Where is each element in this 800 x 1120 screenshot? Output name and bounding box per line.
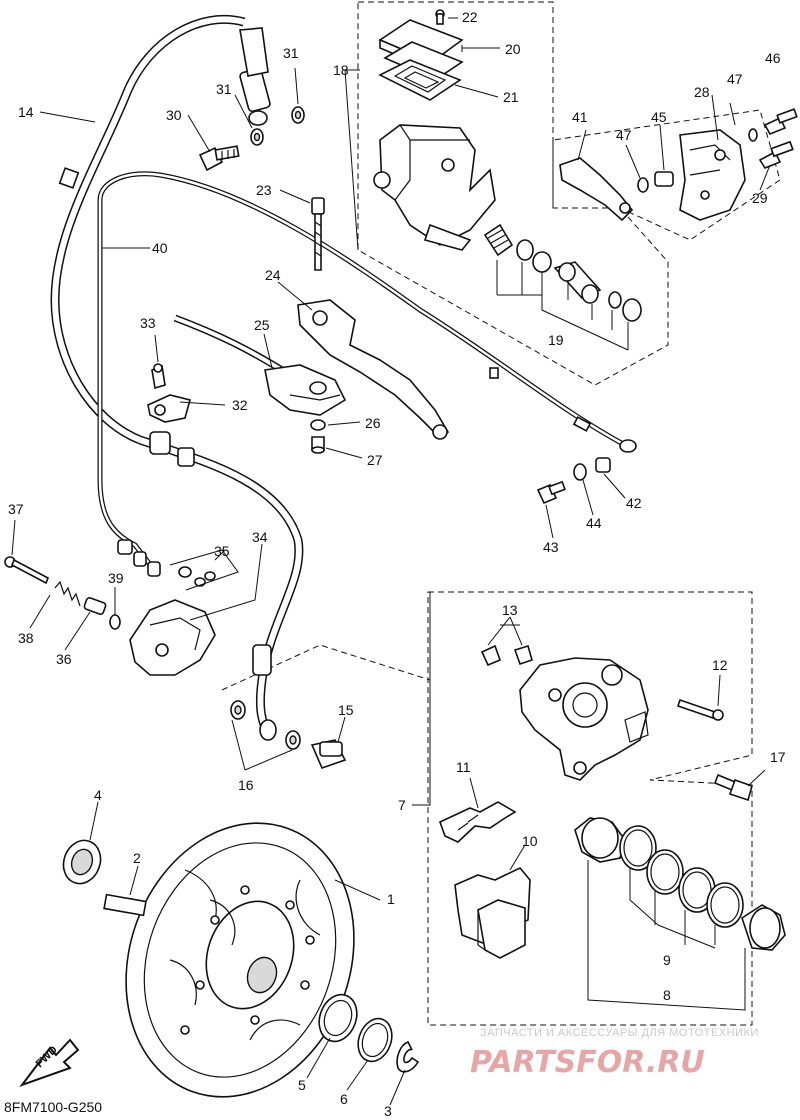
callout-38: 38: [18, 630, 34, 646]
switch-32-33: [147, 363, 191, 423]
fasteners-42-43-44: [536, 457, 611, 505]
cable-40: [97, 171, 637, 577]
callout-43: 43: [543, 539, 559, 555]
front-caliper: [480, 644, 753, 802]
piston-kit-19: [483, 223, 642, 351]
callout-41: 41: [572, 109, 588, 125]
callout-8: 8: [663, 987, 671, 1003]
callout-47a: 47: [727, 71, 743, 87]
callout-30: 30: [166, 107, 182, 123]
callout-1: 1: [387, 891, 395, 907]
callout-18: 18: [333, 62, 349, 78]
callout-20: 20: [505, 41, 521, 57]
pad-spring-11: [439, 801, 517, 843]
callout-4: 4: [94, 787, 102, 803]
watermark-tagline: ЗАПЧАСТИ И АКСЕССУАРЫ ДЛЯ МОТОТЕХНИКИ: [480, 1027, 759, 1039]
callout-3: 3: [384, 1103, 392, 1119]
brake-hose-34: [138, 431, 304, 738]
callout-35: 35: [214, 543, 230, 559]
master-cylinder: [311, 9, 496, 271]
callout-47b: 47: [616, 127, 632, 143]
callout-2: 2: [133, 850, 141, 866]
brake-pads-10: [454, 867, 531, 959]
diagram-code: 8FM7100-G250: [4, 1099, 102, 1115]
callout-19: 19: [548, 332, 564, 348]
callout-27: 27: [367, 452, 383, 468]
callout-33: 33: [140, 315, 156, 331]
callout-17: 17: [770, 749, 786, 765]
callout-9: 9: [663, 952, 671, 968]
callout-44: 44: [586, 515, 602, 531]
brake-hose-14: [50, 14, 271, 445]
banjo-bolt-15-washers-16: [230, 700, 347, 769]
brake-disc: [125, 822, 355, 1098]
callout-45: 45: [651, 109, 667, 125]
callout-10: 10: [522, 833, 538, 849]
callout-6: 6: [340, 1091, 348, 1107]
callout-40: 40: [152, 240, 168, 256]
callout-7: 7: [398, 797, 406, 813]
watermark: ЗАПЧАСТИ И АКСЕССУАРЫ ДЛЯ МОТОТЕХНИКИ PA…: [470, 1027, 759, 1080]
callout-29: 29: [752, 190, 768, 206]
callout-42: 42: [626, 495, 642, 511]
clutch-lever-holder: [173, 314, 347, 454]
callout-14: 14: [18, 104, 34, 120]
callout-5: 5: [298, 1077, 306, 1093]
callout-37: 37: [8, 501, 24, 517]
callout-21: 21: [503, 89, 519, 105]
callout-46: 46: [765, 50, 781, 66]
callout-11: 11: [456, 759, 471, 775]
leader-lines: [11, 17, 771, 1106]
callout-23: 23: [256, 182, 272, 198]
fwd-arrow-icon: FWD: [19, 1038, 80, 1088]
callout-12: 12: [712, 657, 728, 673]
caliper-pistons-seals: [574, 817, 786, 1011]
washers-31: [250, 106, 305, 146]
callout-34: 34: [252, 529, 268, 545]
callout-22: 22: [462, 9, 478, 25]
callout-26: 26: [365, 415, 381, 431]
callout-36: 36: [56, 651, 72, 667]
callout-13: 13: [502, 602, 518, 618]
callout-15: 15: [338, 702, 354, 718]
banjo-bolt-30: [198, 145, 240, 172]
callout-24: 24: [265, 267, 281, 283]
callout-31b: 31: [283, 45, 299, 61]
callout-28: 28: [694, 84, 710, 100]
callout-16: 16: [238, 777, 254, 793]
watermark-brand: PARTSFOR.RU: [470, 1045, 705, 1080]
hub-parts-2-3-4-5-6: [62, 839, 420, 1073]
callout-25: 25: [254, 317, 270, 333]
callout-labels: 1 2 3 4 5 6 7 8 9 10 11 12 13 14 15 16 1…: [8, 9, 786, 1119]
brake-lever: [297, 299, 450, 440]
callout-32: 32: [232, 397, 248, 413]
callout-31a: 31: [216, 81, 232, 97]
lever-bracket: [559, 108, 798, 222]
callout-39: 39: [108, 570, 124, 586]
